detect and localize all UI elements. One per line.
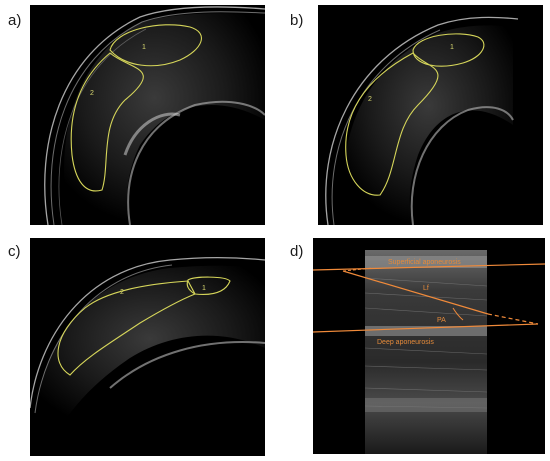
region-outline-1 [109, 24, 202, 67]
region-number-1: 1 [142, 44, 146, 51]
region-outline-1 [186, 276, 231, 295]
fascicle-line [342, 270, 489, 315]
superficial-aponeurosis-label: Superficial aponeurosis [388, 259, 461, 266]
ultrasound-panel-b: 1 2 [318, 5, 543, 225]
region-number-1: 1 [450, 44, 454, 51]
region-number-2: 2 [368, 96, 372, 103]
fascicle-extrapolation-line [487, 313, 539, 325]
panel-label-d: d) [290, 243, 304, 260]
pennation-angle-label: PA [437, 317, 446, 324]
ultrasound-image-c: 1 2 [30, 238, 265, 456]
ultrasound-panel-a: 1 2 [30, 5, 265, 225]
ultrasound-image-a: 1 2 [30, 5, 265, 225]
deep-aponeurosis-label: Deep aponeurosis [377, 339, 434, 346]
region-number-2: 2 [90, 90, 94, 97]
region-outline-2 [70, 52, 144, 192]
ultrasound-image-d: Superficial aponeurosis Lf PA Deep apone… [313, 238, 545, 454]
region-number-2: 2 [120, 289, 124, 296]
ultrasound-panel-d: Superficial aponeurosis Lf PA Deep apone… [313, 238, 545, 454]
fascicle-length-label: Lf [423, 285, 429, 292]
panel-label-a: a) [8, 12, 22, 29]
panel-label-b: b) [290, 12, 304, 29]
region-outline-2 [345, 52, 439, 196]
pennation-angle-arc [452, 307, 464, 321]
superficial-aponeurosis-line [313, 263, 545, 271]
panel-label-c: c) [8, 243, 21, 260]
ultrasound-image-b: 1 2 [318, 5, 543, 225]
region-outline-2 [57, 280, 196, 376]
region-number-1: 1 [202, 285, 206, 292]
deep-aponeurosis-line [313, 323, 539, 333]
ultrasound-panel-c: 1 2 [30, 238, 265, 456]
